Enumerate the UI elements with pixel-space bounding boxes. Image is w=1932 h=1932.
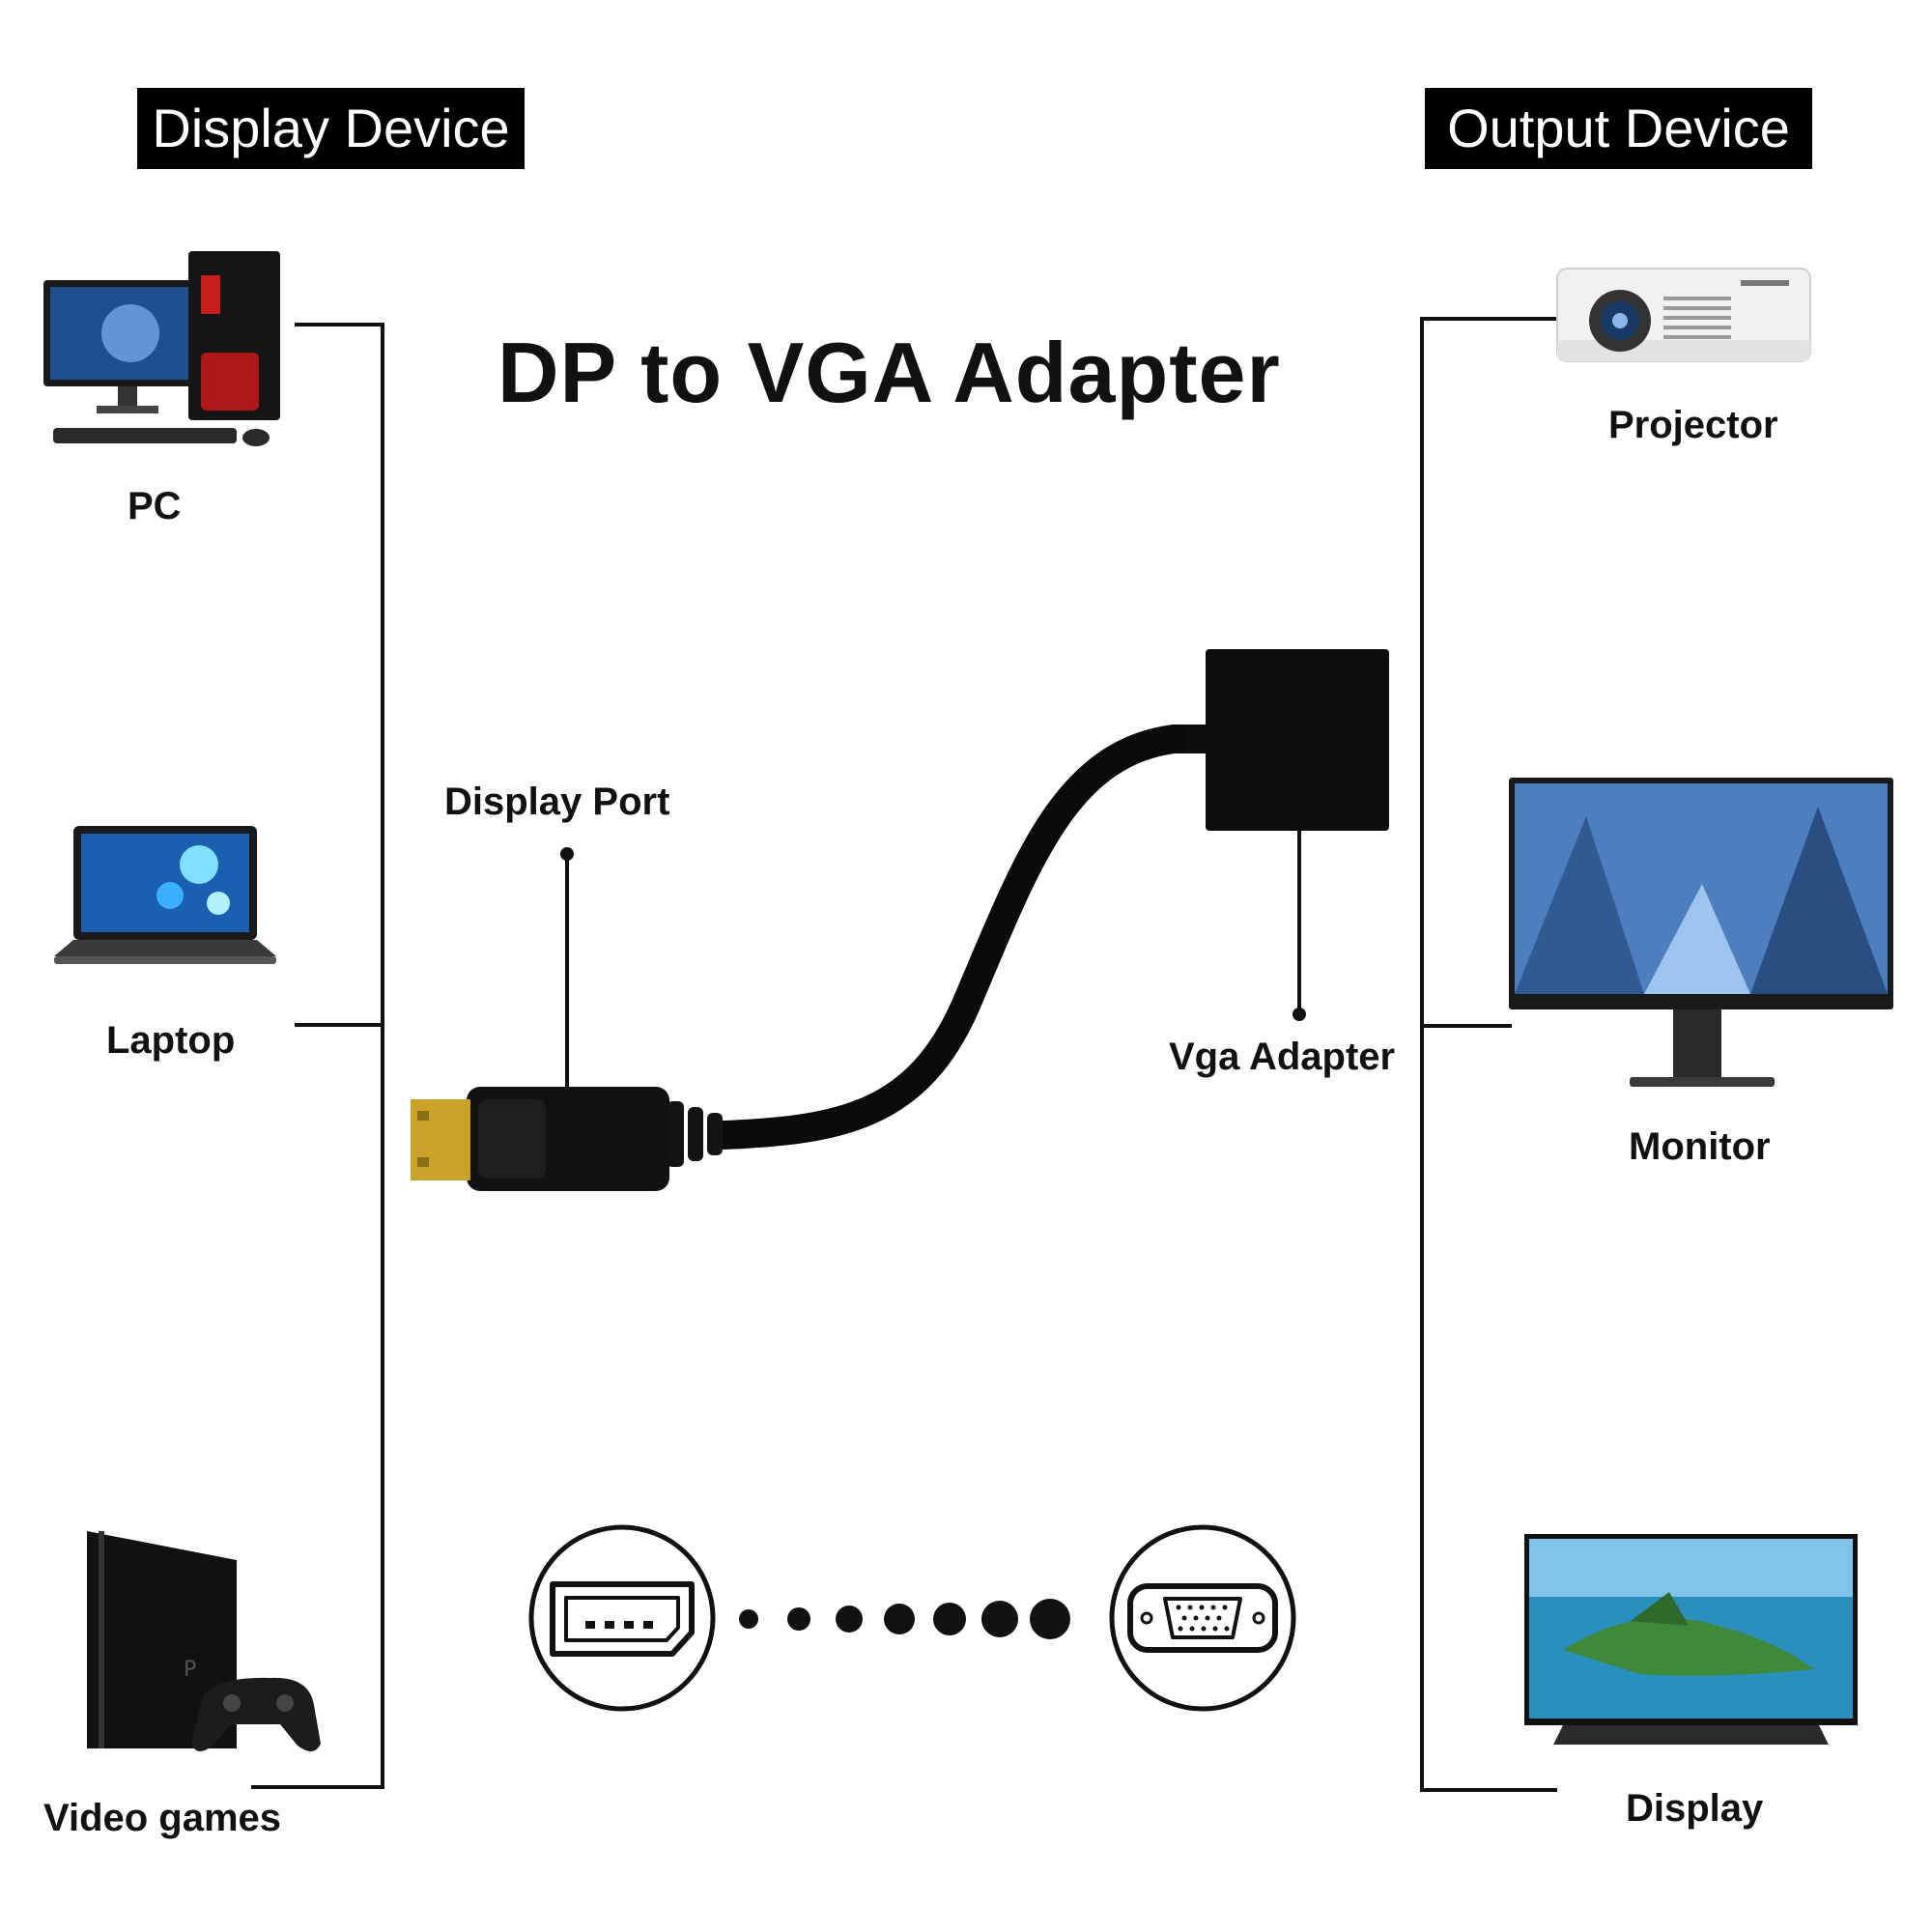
vga-callout-dot <box>1293 1008 1306 1021</box>
page-title: DP to VGA Adapter <box>497 325 1281 420</box>
monitor-icon <box>1509 778 1893 1087</box>
output-label-monitor: Monitor <box>1629 1125 1771 1168</box>
game-console-icon: P <box>87 1531 321 1752</box>
vga-port-icon <box>1109 1524 1296 1712</box>
display-port-callout-dot <box>560 847 574 861</box>
projector-icon <box>1556 268 1811 362</box>
output-label-projector: Projector <box>1608 404 1778 446</box>
right-header: Output Device <box>1425 88 1812 169</box>
right-bracket-line <box>1420 317 1557 1792</box>
tv-display-icon <box>1524 1534 1858 1745</box>
vga-adapter-box <box>1206 649 1389 831</box>
output-label-display: Display <box>1626 1787 1764 1830</box>
conversion-dots <box>739 1599 1070 1639</box>
vga-adapter-callout-label: Vga Adapter <box>1169 1036 1396 1078</box>
display-port-callout-label: Display Port <box>444 781 670 823</box>
desktop-pc-icon <box>43 251 280 446</box>
adapter-cable <box>710 724 1188 1150</box>
left-header: Display Device <box>137 88 525 169</box>
displayport-port-icon <box>528 1524 716 1712</box>
left-bracket-line <box>251 323 384 1789</box>
svg-text:P: P <box>184 1658 196 1682</box>
source-label-video-games: Video games <box>43 1797 282 1839</box>
source-label-laptop: Laptop <box>106 1019 236 1062</box>
source-label-pc: PC <box>128 485 182 527</box>
laptop-icon <box>54 826 276 964</box>
